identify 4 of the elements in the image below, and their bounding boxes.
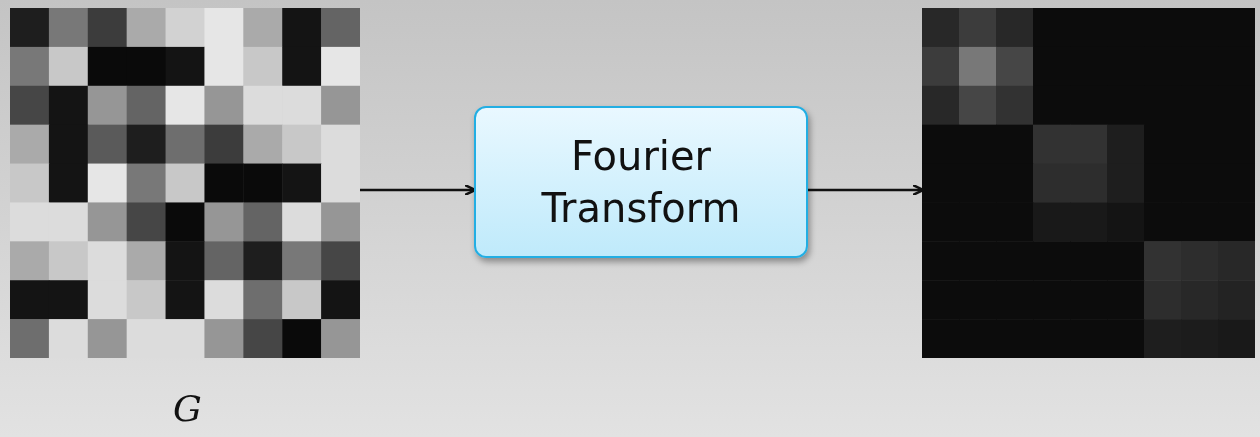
- pixel-grid-drawing: [10, 8, 360, 358]
- pixel-grid-drawing: [922, 8, 1255, 358]
- process-box: Fourier Transform: [474, 106, 808, 258]
- variable-label: G: [173, 388, 202, 429]
